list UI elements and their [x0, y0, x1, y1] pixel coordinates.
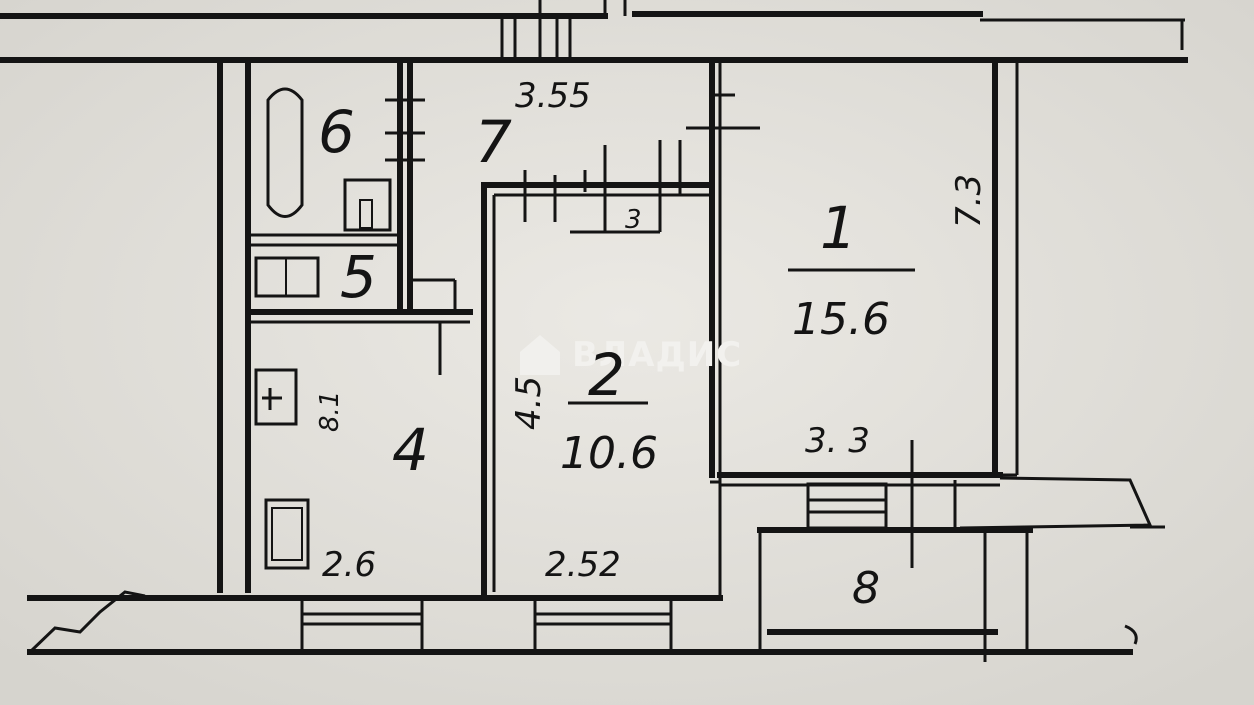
room-1-number: 1: [820, 194, 857, 262]
room-1-walls: [953, 59, 1165, 530]
room-1-area: 15.6: [792, 294, 890, 345]
kitchen-fixtures: [254, 182, 673, 654]
dimension-room4-side: 8.1: [315, 391, 345, 432]
room-2-number: 2: [588, 341, 625, 409]
dimension-room1-bottom: 3. 3: [805, 421, 870, 461]
dimension-room1-side: 7.3: [949, 174, 989, 228]
room-2-walls: [481, 59, 1003, 598]
room-8-walls: [757, 440, 1138, 662]
dimension-room7-width: 3.55: [515, 76, 591, 116]
bathroom-block: [247, 59, 473, 375]
sink-icon: [343, 178, 392, 232]
dimension-room4-bottom: 2.6: [322, 545, 376, 585]
stove-icon: [254, 368, 298, 426]
bathtub-icon: [266, 87, 304, 218]
dimension-room2-side: 4.5: [509, 376, 549, 430]
room-3-number: 3: [625, 205, 642, 235]
room-2-area: 10.6: [560, 428, 658, 479]
dimension-room2-bottom: 2.52: [545, 545, 621, 585]
room-7-number: 7: [475, 108, 512, 176]
kitchen-sink-icon: [264, 498, 310, 570]
exterior-wall-top: [0, 0, 1188, 63]
watermark-text: ВЛАДИС: [572, 335, 742, 375]
room-4-number: 4: [392, 416, 429, 484]
room-6-number: 6: [318, 98, 355, 166]
room-5-number: 5: [340, 243, 377, 311]
room-8-number: 8: [852, 563, 880, 614]
watermark: ВЛАДИС: [520, 335, 742, 375]
house-logo-icon: [520, 335, 560, 375]
